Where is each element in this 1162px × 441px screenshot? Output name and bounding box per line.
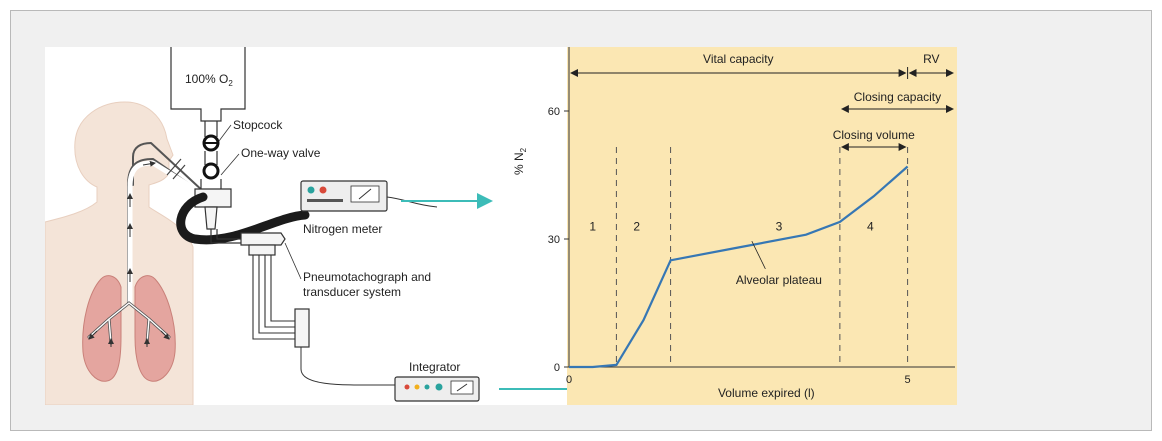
airflow-arrows	[88, 160, 170, 347]
svg-text:Nitrogen meter: Nitrogen meter	[303, 222, 382, 236]
figure-frame: 100% O2 Stopcock One-way valve	[10, 10, 1152, 431]
x-tick-label: 5	[905, 374, 911, 386]
svg-text:One-way valve: One-way valve	[241, 146, 321, 160]
x-tick-label: 0	[566, 374, 572, 386]
rv-label: RV	[923, 52, 939, 66]
phase-label: 1	[589, 219, 596, 233]
one-way-valve: One-way valve	[194, 146, 321, 230]
phase-label: 4	[867, 219, 874, 233]
closing-volume-label: Closing volume	[833, 128, 915, 142]
alveolar-plateau-leader	[751, 240, 766, 270]
single-breath-nitrogen-test-figure: 100% O2 Stopcock One-way valve	[45, 47, 957, 405]
integrator: Integrator	[394, 360, 480, 402]
svg-text:Pneumotachograph and: Pneumotachograph and	[303, 270, 431, 284]
y-tick-label: 0	[554, 362, 560, 374]
nitrogen-meter-hose	[176, 192, 310, 245]
lungs	[82, 275, 176, 382]
y-tick-label: 30	[548, 234, 560, 246]
stopcock: Stopcock	[202, 118, 283, 165]
nose-clip	[166, 158, 186, 180]
nitrogen-washout-chart: 0 30 60 0 5 1 2 3 4 % N2 Volume expired (l) Vi…	[512, 47, 955, 400]
y-axis-label: % N2	[512, 147, 528, 175]
y-tick-label: 60	[548, 106, 560, 118]
nitrogen-meter: Nitrogen meter	[300, 180, 438, 236]
svg-text:Integrator: Integrator	[409, 360, 460, 374]
x-axis-label: Volume expired (l)	[718, 386, 815, 400]
alveolar-plateau-label: Alveolar plateau	[736, 273, 822, 287]
nitrogen-concentration-curve	[569, 165, 909, 369]
pneumotachograph: Pneumotachograph and transducer system	[210, 229, 431, 386]
svg-text:transducer system: transducer system	[303, 285, 401, 299]
figure-svg: 100% O2 Stopcock One-way valve	[45, 47, 957, 405]
phase-label: 3	[776, 219, 783, 233]
closing-capacity-label: Closing capacity	[854, 90, 941, 104]
svg-text:100% O2: 100% O2	[185, 72, 233, 88]
oxygen-reservoir: 100% O2	[170, 47, 246, 122]
vital-capacity-label: Vital capacity	[703, 52, 773, 66]
phase-label: 2	[633, 219, 640, 233]
svg-text:Stopcock: Stopcock	[233, 118, 283, 132]
